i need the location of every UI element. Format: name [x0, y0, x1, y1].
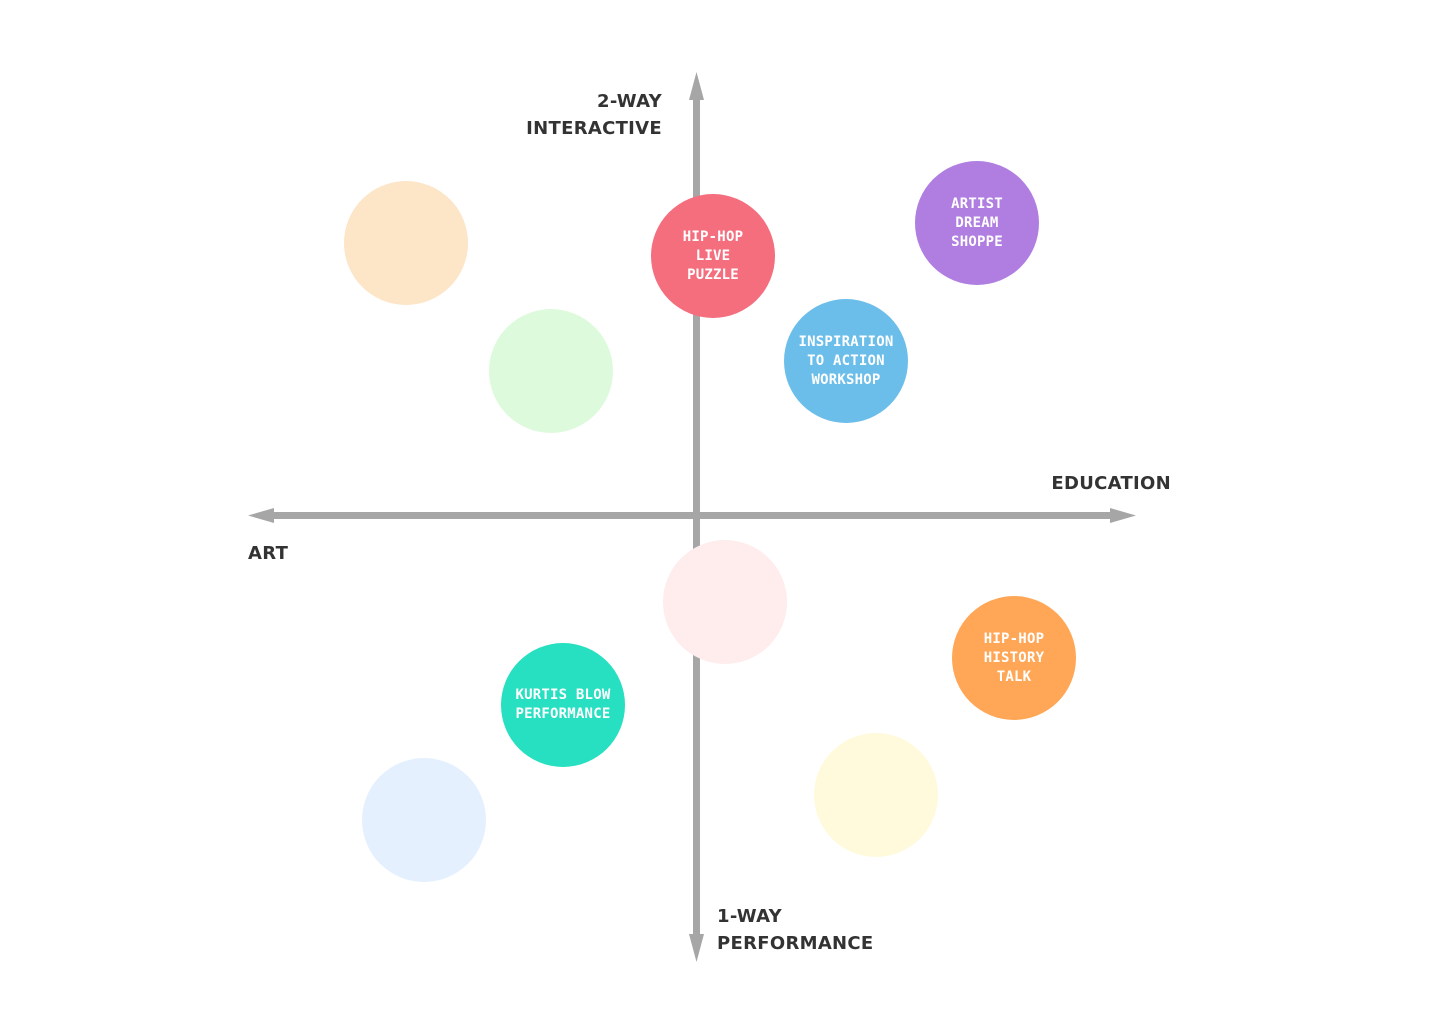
axis-label-top-line2: INTERACTIVE: [526, 118, 662, 139]
axis-label-left: ART: [248, 540, 288, 567]
item-circle-inspiration-workshop[interactable]: Inspiration to Action Workshop: [784, 299, 908, 423]
placeholder-circle: [489, 309, 613, 433]
item-circle-hiphop-live-puzzle[interactable]: Hip-Hop Live Puzzle: [651, 194, 775, 318]
item-label: Hip-Hop History Talk: [983, 630, 1045, 685]
up-arrow-icon: [689, 72, 704, 100]
item-label: Hip-Hop Live Puzzle: [682, 228, 744, 283]
axis-label-bottom-line1: 1-WAY: [717, 906, 782, 927]
placeholder-circle: [344, 181, 468, 305]
placeholder-circle: [663, 540, 787, 664]
axis-label-bottom-line2: PERFORMANCE: [717, 933, 874, 954]
item-circle-artist-dream-shoppe[interactable]: Artist Dream Shoppe: [915, 161, 1039, 285]
placeholder-circle: [814, 733, 938, 857]
item-circle-kurtis-blow-performance[interactable]: Kurtis Blow Performance: [501, 643, 625, 767]
right-arrow-icon: [1110, 508, 1136, 523]
axis-label-bottom: 1-WAY PERFORMANCE: [717, 903, 874, 957]
vertical-axis: [693, 94, 700, 942]
horizontal-axis: [266, 512, 1116, 519]
axis-label-right: EDUCATION: [1051, 470, 1171, 497]
down-arrow-icon: [689, 934, 704, 962]
item-label: Artist Dream Shoppe: [951, 195, 1003, 250]
item-label: Kurtis Blow Performance: [515, 687, 611, 722]
item-circle-hiphop-history-talk[interactable]: Hip-Hop History Talk: [952, 596, 1076, 720]
axis-label-right-text: EDUCATION: [1051, 473, 1171, 494]
item-label: Inspiration to Action Workshop: [798, 333, 894, 388]
axis-label-top-line1: 2-WAY: [597, 91, 662, 112]
axis-label-top: 2-WAY INTERACTIVE: [526, 88, 662, 142]
left-arrow-icon: [248, 508, 274, 523]
placeholder-circle: [362, 758, 486, 882]
axis-label-left-text: ART: [248, 543, 289, 564]
